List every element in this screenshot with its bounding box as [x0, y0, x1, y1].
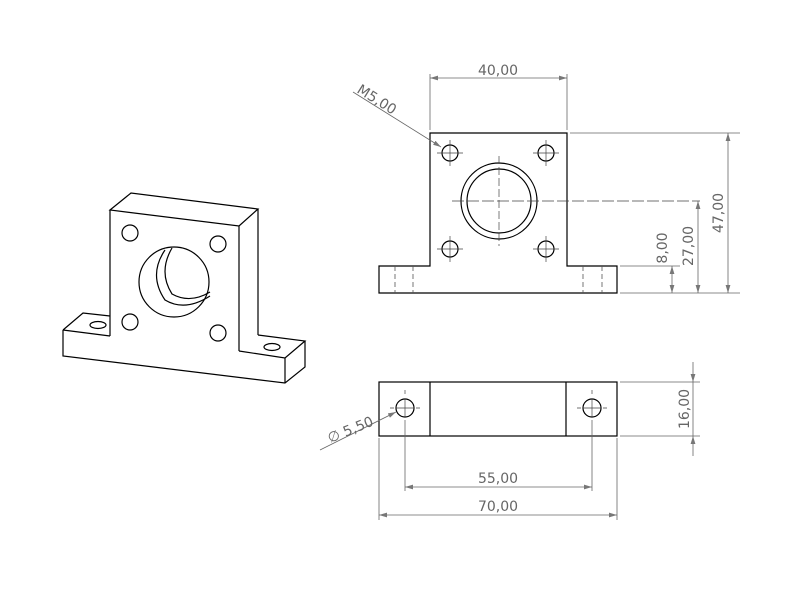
dim-hole-spacing: 55,00 — [478, 471, 518, 487]
dim-depth: 16,00 — [677, 389, 693, 429]
top-dimensions: 55,00 70,00 16,00 ∅ 5,50 — [319, 362, 700, 520]
dim-width-top: 40,00 — [478, 63, 518, 79]
dim-height-total: 47,00 — [711, 193, 727, 233]
dim-bore-center-height: 27,00 — [681, 226, 697, 266]
isometric-view — [62, 192, 307, 384]
hole-diameter-callout: ∅ 5,50 — [326, 414, 376, 447]
dim-base-length: 70,00 — [478, 499, 518, 515]
front-view — [378, 132, 700, 294]
dim-base-thickness: 8,00 — [655, 232, 671, 263]
thread-callout: M5,00 — [354, 82, 399, 118]
front-dimensions: 40,00 47,00 27,00 8,00 M5,00 — [352, 63, 740, 294]
top-view — [378, 381, 618, 437]
